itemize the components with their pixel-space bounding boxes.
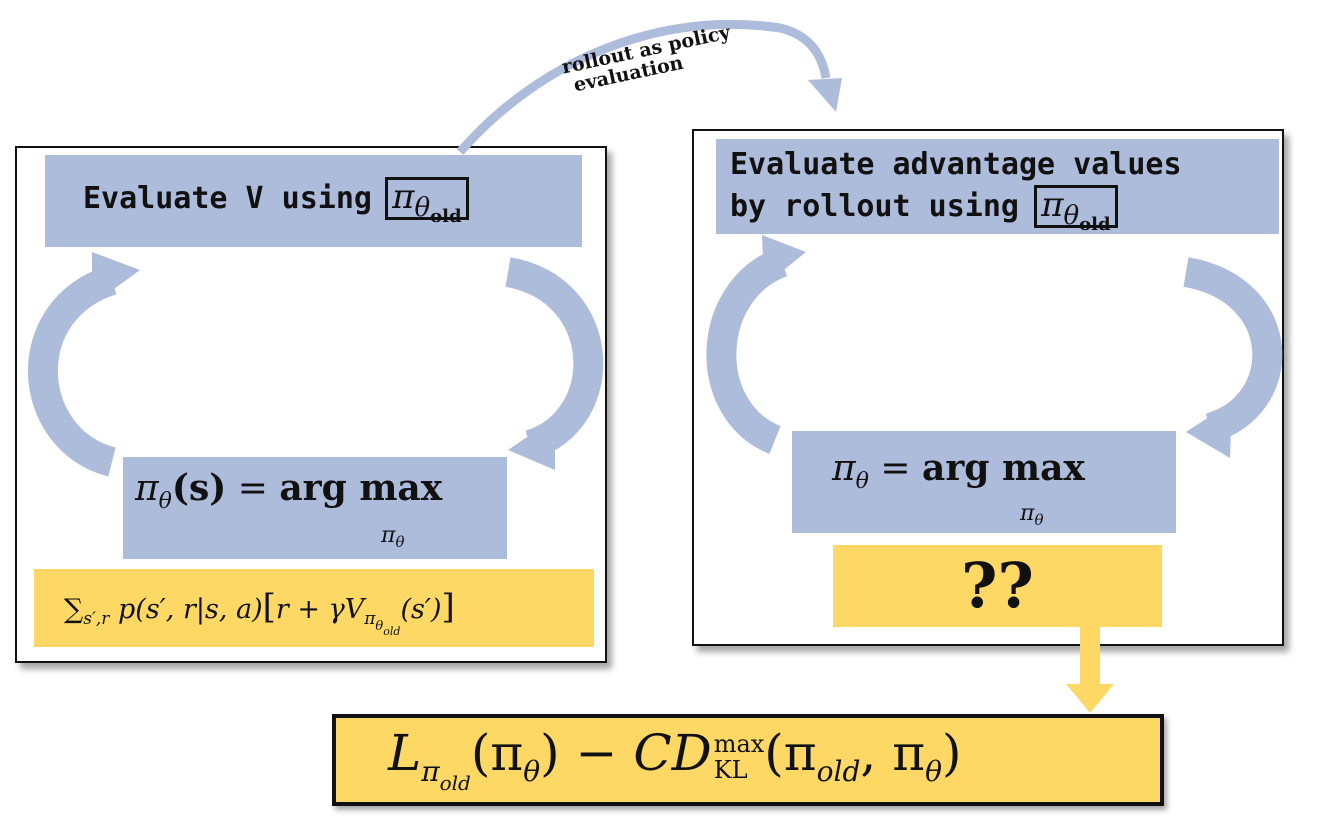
left-cycle-arrowhead-up bbox=[92, 252, 140, 305]
right-header-band: Evaluate advantage values by rollout usi… bbox=[716, 139, 1279, 234]
left-cycle-arrow-down bbox=[504, 257, 604, 460]
unknown-objective-text: ?? bbox=[961, 549, 1034, 622]
right-argmax-expression: πθ = arg max bbox=[832, 447, 1085, 495]
left-argmax-under: πθ bbox=[381, 523, 405, 552]
down-arrow-head bbox=[1066, 684, 1114, 713]
right-cycle-arrow-up bbox=[706, 247, 789, 454]
right-header-line2: by rollout using πθold bbox=[730, 185, 1118, 234]
left-header-text: Evaluate V using bbox=[83, 181, 372, 217]
unknown-objective-band: ?? bbox=[833, 545, 1162, 627]
left-cycle-arrow-up bbox=[28, 265, 118, 477]
right-argmax-under: πθ bbox=[1020, 501, 1044, 530]
right-cycle-arrowhead-down bbox=[1186, 402, 1232, 458]
left-argmax-band: πθ(s) = arg max πθ bbox=[123, 457, 507, 559]
left-formula-band: ∑s′,r p(s′, r|s, a)[r + γVπθold(s′)] bbox=[34, 569, 594, 647]
right-header-line1: Evaluate advantage values bbox=[730, 147, 1182, 182]
left-cycle-arrowhead-down bbox=[508, 418, 555, 470]
right-argmax-band: πθ = arg max πθ bbox=[792, 431, 1176, 533]
left-header: Evaluate V using πθold bbox=[83, 177, 469, 226]
right-header-policy-box: πθold bbox=[1034, 185, 1118, 234]
left-header-band: Evaluate V using πθold bbox=[45, 155, 582, 247]
right-cycle-arrow-down bbox=[1182, 257, 1283, 443]
left-argmax-expression: πθ(s) = arg max bbox=[135, 467, 443, 515]
down-arrow-shaft bbox=[1080, 627, 1100, 687]
right-cycle-arrowhead-up bbox=[762, 235, 806, 286]
left-header-policy-box: πθold bbox=[385, 177, 469, 226]
rollout-arrow bbox=[456, 19, 831, 155]
bellman-formula: ∑s′,r p(s′, r|s, a)[r + γVπθold(s′)] bbox=[64, 587, 455, 638]
rollout-arrowhead bbox=[808, 78, 842, 112]
